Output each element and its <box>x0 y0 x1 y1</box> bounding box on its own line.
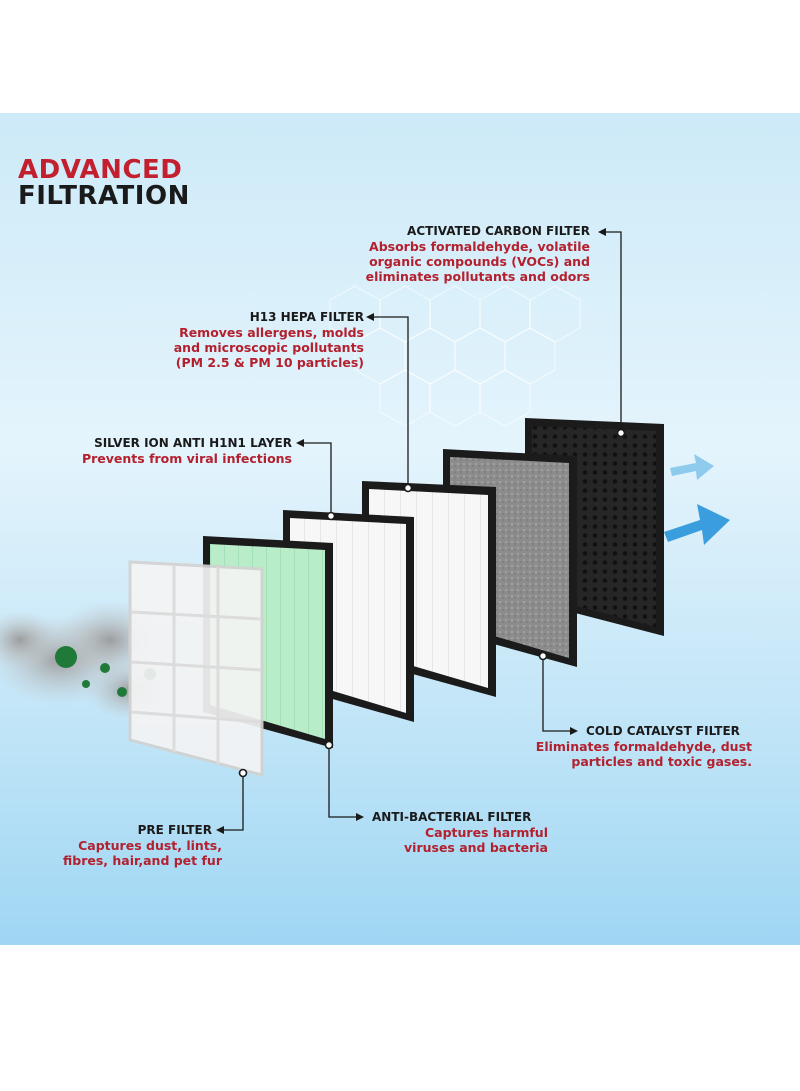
desc-line: (PM 2.5 & PM 10 particles) <box>175 355 364 370</box>
label-hepa: H13 HEPA FILTER <box>249 310 364 324</box>
label-cold-catalyst: COLD CATALYST FILTER <box>586 724 740 738</box>
leader-lines <box>220 231 622 831</box>
desc-line: Absorbs formaldehyde, volatile <box>369 239 590 254</box>
desc-cold-catalyst: Eliminates formaldehyde, dust particles … <box>536 739 752 769</box>
desc-anti-bacterial: Captures harmful viruses and bacteria <box>404 825 548 855</box>
desc-line: Eliminates formaldehyde, dust <box>535 739 752 754</box>
desc-pre-filter: Captures dust, lints, fibres, hair,and p… <box>63 838 222 868</box>
desc-line: particles and toxic gases. <box>571 754 752 769</box>
leader-arrowheads <box>216 228 606 834</box>
desc-line: Removes allergens, molds <box>179 325 364 340</box>
desc-line: Captures harmful <box>424 825 548 840</box>
desc-hepa: Removes allergens, molds and microscopic… <box>174 325 364 370</box>
leader-dots <box>238 428 626 778</box>
heading-line-1: ADVANCED <box>18 155 183 185</box>
hexagon-pattern <box>329 285 581 427</box>
desc-activated-carbon: Absorbs formaldehyde, volatile organic c… <box>366 239 590 284</box>
pre-filter-panel <box>128 560 264 777</box>
exit-arrow-lower <box>664 504 730 545</box>
desc-silver-ion: Prevents from viral infections <box>82 451 292 466</box>
desc-line: and microscopic pollutants <box>173 340 364 355</box>
desc-line: Captures dust, lints, <box>78 838 222 853</box>
desc-line: eliminates pollutants and odors <box>365 269 590 284</box>
exit-arrow-upper <box>670 454 714 480</box>
heading-line-2: FILTRATION <box>18 181 190 211</box>
label-pre-filter: PRE FILTER <box>137 823 212 837</box>
desc-line: fibres, hair,and pet fur <box>63 853 222 868</box>
desc-line: organic compounds (VOCs) and <box>369 254 590 269</box>
label-silver-ion: SILVER ION ANTI H1N1 LAYER <box>94 436 292 450</box>
desc-line: viruses and bacteria <box>404 840 548 855</box>
label-anti-bacterial: ANTI-BACTERIAL FILTER <box>372 810 532 824</box>
label-activated-carbon: ACTIVATED CARBON FILTER <box>407 224 590 238</box>
desc-line: Prevents from viral infections <box>81 451 292 466</box>
